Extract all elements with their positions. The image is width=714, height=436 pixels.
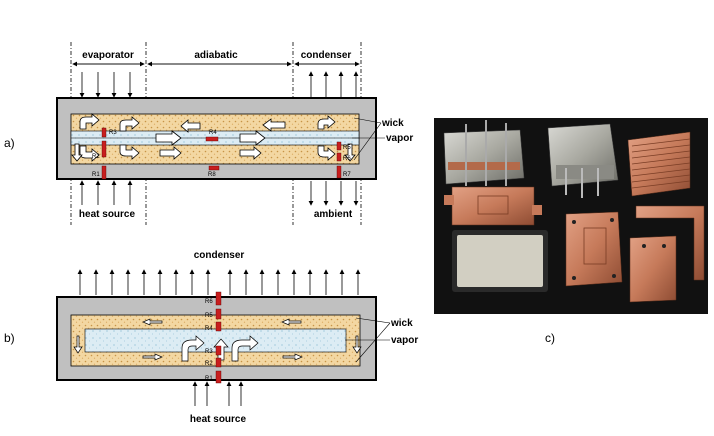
resistor-b-r5-label: R5 — [205, 313, 213, 319]
resistor-r5 — [336, 141, 342, 151]
resistor-r8-label: R8 — [208, 172, 216, 178]
resistor-b-r2 — [215, 357, 222, 368]
copper-plate-1 — [444, 186, 542, 226]
vapor-core-b — [84, 328, 347, 353]
resistor-r5-label: R5 — [343, 145, 351, 151]
resistor-b-r3 — [215, 345, 222, 356]
condenser-top-arrows — [308, 71, 359, 97]
resistor-b-r4-label: R4 — [205, 326, 213, 332]
section-condenser-label: condenser — [301, 50, 352, 61]
resistor-b-r6-label: R6 — [205, 299, 213, 305]
resistor-marks — [101, 136, 342, 180]
vapor-label-a: vapor — [386, 133, 413, 144]
resistor-b-r2-label: R2 — [205, 361, 213, 367]
resistor-b-r4 — [215, 321, 222, 332]
resistor-r2 — [101, 140, 107, 158]
copper-plate-3 — [629, 235, 677, 303]
resistor-r7 — [336, 165, 342, 179]
copper-plate-2 — [565, 211, 623, 287]
resistor-r4 — [205, 136, 219, 142]
heat-source-label-a: heat source — [79, 209, 136, 220]
wick-label-b: wick — [390, 318, 413, 329]
resistor-r1 — [101, 165, 107, 180]
resistor-r6 — [336, 152, 342, 162]
resistor-r3-label: R3 — [109, 130, 117, 136]
top-arrows-b — [77, 269, 361, 295]
vapor-chamber-plate — [452, 230, 548, 292]
resistor-b-r5 — [215, 308, 222, 320]
vapor-label-b: vapor — [391, 335, 418, 346]
heat-source-label-b: heat source — [190, 414, 247, 425]
label-leaders-b — [345, 317, 391, 363]
wick-label-a: wick — [381, 118, 404, 129]
section-adiabatic-label: adiabatic — [194, 50, 238, 61]
resistor-r1-label: R1 — [92, 172, 100, 178]
evaporator-bottom-arrows — [79, 180, 133, 205]
condenser-bottom-arrows — [308, 181, 359, 206]
resistor-chain-b — [215, 291, 222, 384]
resistor-r7-label: R7 — [343, 172, 351, 178]
ambient-label: ambient — [314, 209, 353, 220]
heat-pipe-sink-1 — [443, 120, 525, 186]
panel-c-tag: c) — [545, 331, 555, 345]
evaporator-top-arrows — [79, 72, 133, 98]
panel-a: a) evaporator adiabatic condenser — [4, 42, 413, 225]
vapor-flow-arrows — [71, 113, 356, 162]
resistor-b-r1 — [215, 370, 222, 384]
resistor-r4-label: R4 — [209, 130, 217, 136]
condenser-label-b: condenser — [194, 250, 245, 261]
copper-strip — [635, 205, 705, 281]
resistor-r8 — [208, 165, 220, 171]
panel-a-tag: a) — [4, 136, 15, 150]
resistor-r2-label: R2 — [92, 154, 100, 160]
heat-pipe-sink-2 — [547, 123, 619, 198]
section-evaporator-label: evaporator — [82, 50, 134, 61]
panel-b: b) condenser — [4, 250, 418, 425]
label-leaders-a — [352, 117, 385, 161]
resistor-b-r6 — [215, 291, 222, 306]
resistor-r3 — [101, 127, 107, 138]
panel-c-photo: c) — [434, 118, 708, 345]
heat-source-arrows-b — [192, 381, 244, 406]
resistor-r6-label: R6 — [343, 156, 351, 162]
resistor-b-r1-label: R1 — [205, 376, 213, 382]
panel-b-tag: b) — [4, 331, 15, 345]
resistor-b-r3-label: R3 — [205, 349, 213, 355]
finned-sink — [627, 131, 691, 197]
